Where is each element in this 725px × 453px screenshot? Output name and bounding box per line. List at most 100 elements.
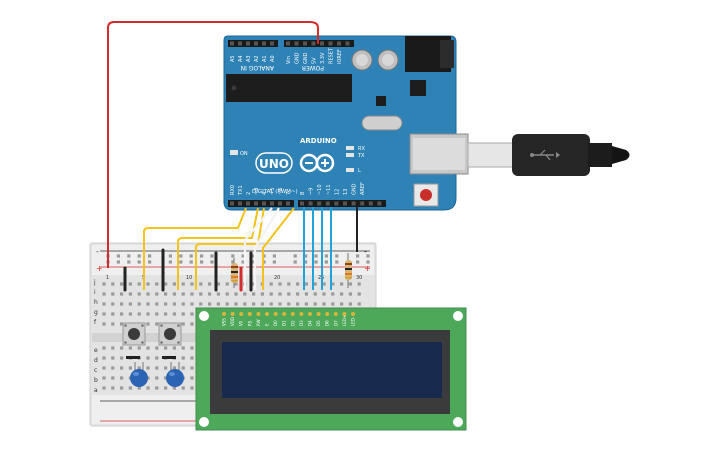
l-led-label: L xyxy=(358,168,361,174)
breadboard-hole xyxy=(190,366,194,370)
header-pin xyxy=(262,41,266,46)
breadboard-hole xyxy=(331,282,335,286)
analog-pin-label-3: A2 xyxy=(254,55,260,62)
header-pin xyxy=(317,201,322,206)
breadboard-hole xyxy=(348,292,352,296)
breadboard-hole xyxy=(322,282,326,286)
small-chip-1 xyxy=(376,96,386,106)
top-minus-symbol: - xyxy=(96,247,99,256)
rail-hole xyxy=(210,254,214,258)
digital-pin-label-3: ~3 xyxy=(254,188,260,195)
analog-pin-label-2: A3 xyxy=(246,55,252,62)
header-pin xyxy=(270,41,274,46)
rail-hole xyxy=(241,260,245,264)
rail-hole xyxy=(137,260,141,264)
breadboard-hole xyxy=(120,386,124,390)
breadboard-hole xyxy=(225,282,229,286)
breadboard-hole xyxy=(146,366,150,370)
rail-hole xyxy=(314,254,318,258)
digital-pin-label-right-0: 8 xyxy=(300,192,306,195)
rail-hole xyxy=(324,260,328,264)
breadboard-hole xyxy=(137,366,141,370)
arduino-brand-label: ARDUINO xyxy=(300,137,337,145)
breadboard-hole xyxy=(164,282,168,286)
breadboard-hole xyxy=(155,386,159,390)
breadboard-hole xyxy=(181,366,185,370)
lcd-pin-label-12: D6 xyxy=(325,320,330,326)
top-plus-symbol-right: + xyxy=(364,264,371,273)
yellow-wire-1 xyxy=(143,207,247,290)
digital-pin-label-7: 7 xyxy=(286,192,292,195)
reset-button[interactable] xyxy=(420,189,432,201)
breadboard-hole xyxy=(278,282,282,286)
row-letter-h: h xyxy=(94,299,98,306)
digital-pin-label-right-6: GND xyxy=(352,183,358,195)
breadboard-hole xyxy=(137,386,141,390)
rail-hole xyxy=(356,254,360,258)
lcd-pin-label-14: LED+ xyxy=(342,315,347,326)
row-letter-c: c xyxy=(94,367,97,374)
lcd-pin-label-2: V0 xyxy=(239,320,244,326)
header-pin xyxy=(246,41,250,46)
header-pin xyxy=(360,201,365,206)
rail-hole xyxy=(189,260,193,264)
rail-hole xyxy=(179,254,183,258)
rail-hole xyxy=(231,260,235,264)
breadboard-hole xyxy=(340,282,344,286)
lcd-pin-label-5: E xyxy=(265,323,270,326)
lcd-mount-hole-tl xyxy=(199,311,209,321)
lcd-pin-label-9: D3 xyxy=(299,320,304,326)
breadboard-hole xyxy=(287,292,291,296)
chip-notch xyxy=(231,85,237,91)
pushbutton-2[interactable] xyxy=(158,322,182,346)
header-pin xyxy=(377,201,382,206)
yellow-wire-3 xyxy=(195,207,265,290)
breadboard-hole xyxy=(172,346,176,350)
breadboard-hole xyxy=(172,302,176,306)
rail-hole xyxy=(335,254,339,258)
breadboard-hole xyxy=(234,282,238,286)
digital-pin-label-right-2: ~10 xyxy=(317,184,323,195)
power-pin-label-4: 3.3V xyxy=(320,52,326,64)
header-pin xyxy=(278,201,282,206)
breadboard-hole xyxy=(181,386,185,390)
analog-pin-label-4: A1 xyxy=(262,55,268,62)
row-letter-e: e xyxy=(94,347,98,354)
lcd-mount-hole-br xyxy=(453,417,463,427)
lcd-pin xyxy=(222,312,226,316)
board-capacitor-1-top xyxy=(356,54,368,66)
capacitor-2 xyxy=(166,362,184,387)
breadboard-hole xyxy=(128,386,132,390)
breadboard-hole xyxy=(137,346,141,350)
button-1-lead xyxy=(126,356,140,359)
breadboard-hole xyxy=(208,302,212,306)
l-led xyxy=(346,168,354,172)
pushbutton-1[interactable] xyxy=(122,322,146,346)
header-pin xyxy=(238,201,242,206)
header-pin xyxy=(286,41,290,46)
rail-hole xyxy=(293,260,297,264)
header-pin xyxy=(246,201,250,206)
breadboard-hole xyxy=(111,356,115,360)
rail-hole xyxy=(304,260,308,264)
header-pin xyxy=(254,41,258,46)
breadboard-hole xyxy=(216,282,220,286)
breadboard-hole xyxy=(102,322,106,326)
breadboard-hole xyxy=(137,302,141,306)
breadboard-hole xyxy=(172,366,176,370)
breadboard-hole xyxy=(120,366,124,370)
lcd-pin-label-13: D7 xyxy=(333,320,338,326)
digital-pin-label-2: 2 xyxy=(246,192,252,195)
power-pin-label-1: GND xyxy=(295,52,301,64)
breadboard-hole xyxy=(102,376,106,380)
breadboard-hole xyxy=(181,302,185,306)
header-pins xyxy=(230,41,382,206)
digital-pin-label-right-4: 12 xyxy=(334,189,340,195)
row-letter-d: d xyxy=(94,357,98,364)
